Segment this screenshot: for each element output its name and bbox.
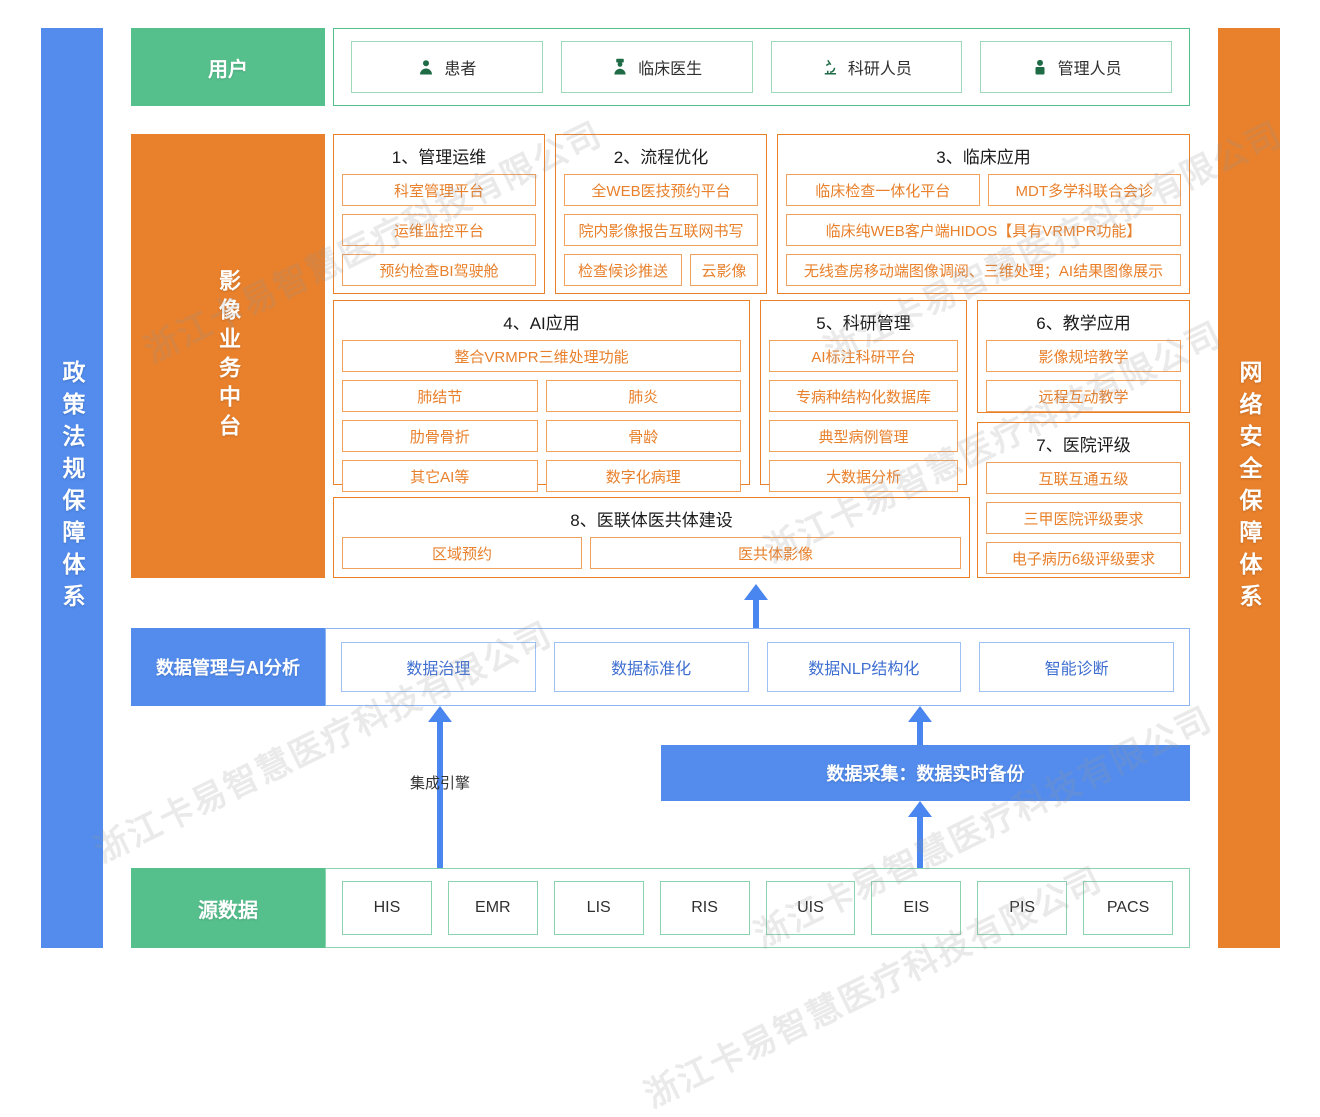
patient-person-icon [417, 58, 435, 76]
chip-item[interactable]: 医共体影像 [590, 537, 961, 569]
arrow-to-platform [744, 584, 768, 628]
user-box-researcher[interactable]: 科研人员 [770, 41, 963, 93]
chip-item[interactable]: 影像规培教学 [986, 340, 1181, 372]
panel-title: 6、教学应用 [1036, 314, 1131, 333]
chip-item[interactable]: 大数据分析 [769, 460, 958, 492]
chip-item[interactable]: 运维监控平台 [342, 214, 536, 246]
source-box-item[interactable]: HIS [342, 881, 432, 935]
chip-item[interactable]: 数字化病理 [545, 460, 741, 492]
panel-research-management: 5、科研管理 AI标注科研平台 专病种结构化数据库 典型病例管理 大数据分析 [760, 300, 967, 492]
users-box-list: 患者 临床医生 [333, 28, 1190, 106]
chip-item[interactable]: 肺结节 [342, 380, 538, 412]
panel-title: 3、临床应用 [936, 148, 1031, 167]
chip-item[interactable]: 区域预约 [342, 537, 583, 569]
source-data-band: 源数据 HIS EMR LIS RIS UIS EIS PIS PACS [131, 868, 1190, 948]
source-box-item[interactable]: EMR [447, 881, 538, 935]
panel-medical-alliance: 8、医联体医共体建设 区域预约 医共体影像 [333, 497, 970, 578]
panel-title: 4、AI应用 [503, 314, 580, 333]
chip-item[interactable]: 整合VRMPR三维处理功能 [342, 340, 741, 372]
chip-item[interactable]: 无线查房移动端图像调阅、三维处理；AI结果图像展示 [786, 254, 1181, 286]
chip-item[interactable]: 远程互动教学 [986, 380, 1181, 412]
panel-hospital-rating: 7、医院评级 互联互通五级 三甲医院评级要求 电子病历6级评级要求 [977, 422, 1190, 578]
source-data-box-list: HIS EMR LIS RIS UIS EIS PIS PACS [325, 868, 1190, 948]
panel-title: 5、科研管理 [816, 314, 911, 333]
arrow-collect-upper [908, 706, 932, 746]
data-management-box-list: 数据治理 数据标准化 数据NLP结构化 智能诊断 [325, 628, 1190, 706]
chip-item[interactable]: 骨龄 [545, 420, 741, 452]
panel-title: 1、管理运维 [391, 148, 487, 167]
chip-item[interactable]: 三甲医院评级要求 [986, 502, 1181, 534]
panel-clinical-application: 3、临床应用 临床检查一体化平台 MDT多学科联合会诊 临床纯WEB客户端HID… [777, 134, 1190, 294]
user-box-patient[interactable]: 患者 [351, 41, 543, 93]
panel-title: 7、医院评级 [1036, 436, 1131, 455]
integration-engine-label: 集成引擎 [409, 775, 470, 792]
source-data-band-label: 源数据 [131, 868, 325, 948]
pillar-network-security: 网络安全保障体系 [1218, 28, 1280, 948]
arrow-collect-lower [908, 801, 932, 869]
dm-box-item[interactable]: 智能诊断 [979, 642, 1174, 692]
chip-item[interactable]: 院内影像报告互联网书写 [564, 214, 758, 246]
user-box-label: 管理人员 [1057, 61, 1122, 78]
panel-ai-application: 4、AI应用 整合VRMPR三维处理功能 肺结节 肺炎 肋骨骨折 骨龄 其它AI… [333, 300, 750, 492]
chip-item[interactable]: 临床纯WEB客户端HIDOS【具有VRMPR功能】 [786, 214, 1181, 246]
user-box-clinician[interactable]: 临床医生 [560, 41, 753, 93]
source-box-item[interactable]: LIS [553, 881, 644, 935]
chip-item[interactable]: 科室管理平台 [342, 174, 536, 206]
chip-item[interactable]: 肺炎 [545, 380, 741, 412]
dm-box-item[interactable]: 数据标准化 [553, 642, 749, 692]
chip-item[interactable]: 检查候诊推送 [564, 254, 682, 286]
dm-box-item[interactable]: 数据NLP结构化 [766, 642, 962, 692]
chip-item[interactable]: MDT多学科联合会诊 [987, 174, 1181, 206]
chip-item[interactable]: 预约检查BI驾驶舱 [342, 254, 536, 286]
pillar-policy-regulation: 政策法规保障体系 [41, 28, 103, 948]
data-management-band-label: 数据管理与AI分析 [131, 628, 325, 706]
dm-box-item[interactable]: 数据治理 [341, 642, 536, 692]
chip-item[interactable]: 全WEB医技预约平台 [564, 174, 758, 206]
user-box-label: 临床医生 [638, 61, 703, 78]
panel-teaching-application: 6、教学应用 影像规培教学 远程互动教学 [977, 300, 1190, 413]
data-collection-bar: 数据采集：数据实时备份 [661, 745, 1190, 801]
diagram-canvas: 政策法规保障体系 网络安全保障体系 用户 患者 [41, 28, 1288, 1115]
source-box-item[interactable]: PACS [1083, 881, 1173, 935]
panel-management-ops: 1、管理运维 科室管理平台 运维监控平台 预约检查BI驾驶舱 [333, 134, 545, 294]
chip-item[interactable]: 其它AI等 [342, 460, 538, 492]
chip-item[interactable]: 肋骨骨折 [342, 420, 538, 452]
chip-item[interactable]: 云影像 [690, 254, 758, 286]
panel-process-optimization: 2、流程优化 全WEB医技预约平台 院内影像报告互联网书写 检查候诊推送 云影像 [555, 134, 767, 294]
microscope-icon [821, 58, 839, 76]
data-management-band: 数据管理与AI分析 数据治理 数据标准化 数据NLP结构化 智能诊断 [131, 628, 1190, 706]
source-box-item[interactable]: RIS [659, 881, 750, 935]
panel-title: 2、流程优化 [613, 148, 709, 167]
source-box-item[interactable]: EIS [871, 881, 962, 935]
user-box-manager[interactable]: 管理人员 [980, 41, 1172, 93]
manager-person-icon [1031, 58, 1049, 76]
doctor-icon [611, 58, 629, 76]
platform-band-label: 影像业务中台 [131, 134, 325, 578]
chip-item[interactable]: 临床检查一体化平台 [786, 174, 980, 206]
chip-item[interactable]: 专病种结构化数据库 [769, 380, 958, 412]
panel-title: 8、医联体医共体建设 [570, 511, 733, 530]
chip-item[interactable]: AI标注科研平台 [769, 340, 958, 372]
chip-item[interactable]: 互联互通五级 [986, 462, 1181, 494]
source-box-item[interactable]: UIS [765, 881, 856, 935]
users-band-label: 用户 [131, 28, 325, 106]
chip-item[interactable]: 典型病例管理 [769, 420, 958, 452]
user-box-label: 科研人员 [847, 61, 912, 78]
arrow-integration-engine [428, 706, 452, 868]
user-box-label: 患者 [444, 61, 477, 78]
users-band: 用户 患者 临床医生 [131, 28, 1190, 106]
source-box-item[interactable]: PIS [977, 881, 1068, 935]
chip-item[interactable]: 电子病历6级评级要求 [986, 542, 1181, 574]
